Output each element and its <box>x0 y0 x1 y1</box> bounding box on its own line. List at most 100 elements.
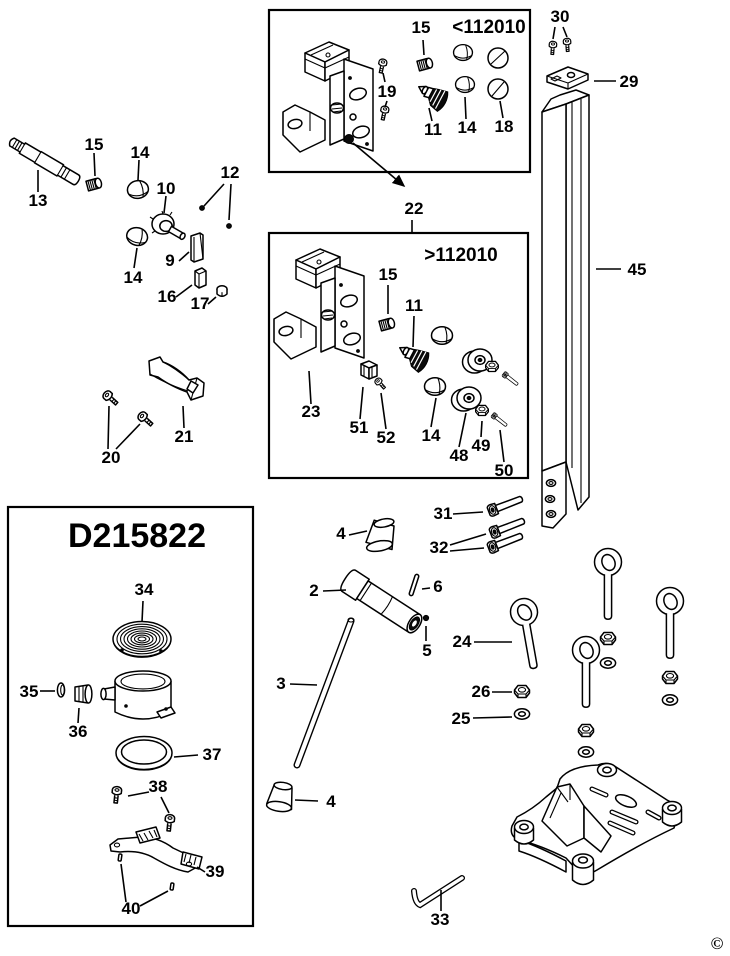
box-vacuum-kit: D215822 <box>6 505 255 928</box>
callout-12: 12 <box>221 163 240 182</box>
callout-19: 19 <box>378 82 397 101</box>
cap-14-e <box>125 178 151 201</box>
callout-50: 50 <box>495 461 514 480</box>
callout-15c: 15 <box>85 135 104 154</box>
eyebolt-c <box>571 635 601 708</box>
carriage-part-23 <box>273 248 365 360</box>
callout-22: 22 <box>405 199 424 218</box>
callout-10: 10 <box>157 179 176 198</box>
grub-screw-15b <box>378 316 397 332</box>
callout-17: 17 <box>191 294 210 313</box>
eyebolt-set: 24 26 25 <box>452 547 685 758</box>
shaft-13 <box>8 137 81 186</box>
boss-bottom <box>571 853 595 886</box>
callout-3: 3 <box>276 674 285 693</box>
callout-14: 14 <box>458 118 477 137</box>
serial-note-upper: <112010 <box>452 17 525 38</box>
callout-26: 26 <box>472 682 491 701</box>
bolt-50-b <box>490 411 509 429</box>
callout-36: 36 <box>69 722 88 741</box>
top-plate-29 <box>546 66 589 90</box>
allen-key-33: 33 <box>411 875 465 929</box>
cap-14-a <box>452 43 474 62</box>
callout-29: 29 <box>620 72 639 91</box>
eyebolt-24 <box>507 595 548 672</box>
box-lower-serial: >112010 15 11 23 51 52 14 48 49 50 <box>267 231 530 480</box>
cap-14-f <box>123 224 151 249</box>
boss-left <box>513 819 535 845</box>
callout-35: 35 <box>20 682 39 701</box>
screw-30-b <box>562 37 572 53</box>
callout-2: 2 <box>309 581 318 600</box>
ball-12-b <box>226 223 232 229</box>
cap-17 <box>216 285 228 297</box>
eyebolt-b <box>593 547 623 620</box>
clamp-block-51 <box>360 360 378 380</box>
callout-20: 20 <box>102 448 121 467</box>
callout-21: 21 <box>175 427 194 446</box>
nut-26 <box>513 684 531 699</box>
cap-14-d <box>423 376 447 397</box>
callout-25: 25 <box>452 709 471 728</box>
cap-14-c <box>430 325 454 346</box>
callout-31: 31 <box>434 504 453 523</box>
callout-45: 45 <box>628 260 647 279</box>
nut-49-b <box>474 404 490 417</box>
callout-15: 15 <box>412 18 431 37</box>
base-fin <box>541 783 612 853</box>
washer-25 <box>513 708 531 720</box>
pin-40-a <box>117 853 123 862</box>
callout-51: 51 <box>350 418 369 437</box>
callout-15b: 15 <box>379 265 398 284</box>
gasket-37 <box>115 735 173 771</box>
collar-cup <box>100 670 176 720</box>
kit-title: D215822 <box>68 517 206 555</box>
hose-stub-36 <box>74 684 93 704</box>
callout-24: 24 <box>453 632 472 651</box>
callout-11: 11 <box>424 120 442 139</box>
screw-38-b <box>163 813 176 833</box>
cone-4-upper <box>365 517 395 553</box>
pin-6 <box>408 573 420 597</box>
screw-19-b <box>378 104 391 122</box>
callout-4b: 4 <box>326 792 336 811</box>
nut-c <box>577 723 595 738</box>
knob-18-b <box>487 78 509 100</box>
pin-40-b <box>169 882 175 891</box>
callout-18: 18 <box>495 117 514 136</box>
callout-14b: 14 <box>422 426 441 445</box>
callout-6: 6 <box>433 577 442 596</box>
callout-48: 48 <box>450 446 469 465</box>
knob-18-a <box>487 47 509 69</box>
nut-d <box>661 670 679 685</box>
ball-5 <box>422 614 430 622</box>
block-16 <box>194 267 207 289</box>
copyright-mark: © <box>711 934 724 953</box>
boss-right <box>661 800 683 827</box>
washer-d <box>661 694 679 706</box>
box-upper-serial: 15 19 11 14 18 <112010 <box>267 8 532 174</box>
screw-30-a <box>548 40 558 56</box>
screw-19-a <box>376 57 389 75</box>
ball-12-a <box>199 205 205 211</box>
clamp-group: 20 21 <box>100 356 205 467</box>
carriage-part-early <box>282 41 374 153</box>
washer-b <box>599 657 617 669</box>
callout-30: 30 <box>551 7 570 26</box>
screw-52 <box>373 376 388 392</box>
spindle-cluster: 13 15 14 10 12 14 9 16 17 <box>8 135 240 313</box>
callout-4: 4 <box>336 524 346 543</box>
support-bracket-39 <box>109 826 203 873</box>
pivot-dot <box>344 134 354 144</box>
cone-4-lower <box>265 781 293 813</box>
screw-31 <box>485 492 526 518</box>
valve-11 <box>411 78 452 114</box>
serial-note-lower: >112010 <box>424 245 497 266</box>
handle-group: 4 2 6 5 3 4 <box>265 517 443 813</box>
callout-37: 37 <box>203 745 222 764</box>
callout-13: 13 <box>29 191 48 210</box>
clamp-21 <box>148 356 205 401</box>
callout-33: 33 <box>431 910 450 929</box>
